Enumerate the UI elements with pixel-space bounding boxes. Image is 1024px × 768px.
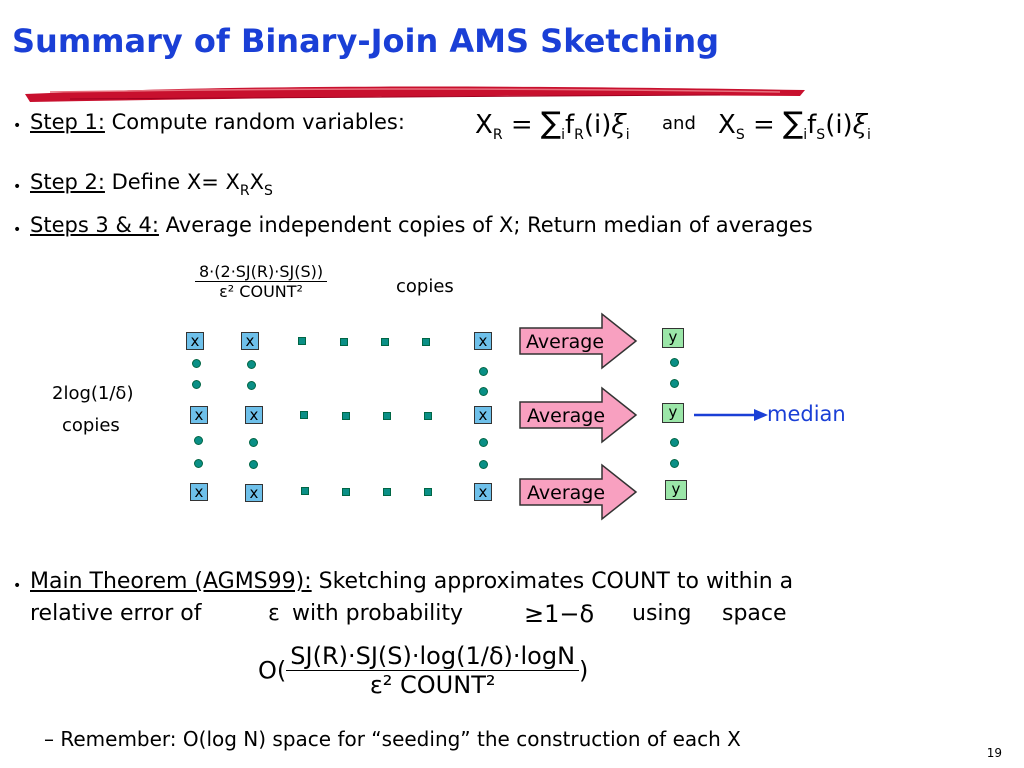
average-label: Average xyxy=(527,482,606,504)
theorem-line-2: relative error of xyxy=(30,601,202,626)
vertical-dot xyxy=(249,460,258,469)
copies-fraction: 8·(2·SJ(R)·SJ(S)) ε² COUNT² xyxy=(195,262,328,301)
vertical-dot xyxy=(479,367,488,376)
ellipsis-square xyxy=(422,338,430,346)
xr-formula: XR = ∑ifR(i)ξi xyxy=(475,106,630,143)
theorem-label: Main Theorem (AGMS99): xyxy=(30,569,312,594)
bullet: • xyxy=(13,222,22,238)
theorem-with-prob: with probability xyxy=(292,601,464,626)
x-box: x xyxy=(474,483,492,501)
step34-line: Steps 3 & 4: Average independent copies … xyxy=(30,213,813,237)
remember-note: – Remember: O(log N) space for “seeding”… xyxy=(44,727,741,751)
rows-label: 2log(1/δ) xyxy=(52,383,134,404)
vertical-dot xyxy=(670,379,679,388)
vertical-dot xyxy=(479,438,488,447)
vertical-dot xyxy=(192,359,201,368)
step1-text: Compute random variables: xyxy=(111,110,405,134)
median-label: median xyxy=(767,402,846,426)
x-box: x xyxy=(190,406,208,424)
theorem-space: space xyxy=(722,601,787,626)
ellipsis-square xyxy=(342,412,350,420)
bullet: • xyxy=(13,578,22,594)
page-number: 19 xyxy=(986,746,1002,760)
copies-label: copies xyxy=(396,276,454,297)
slide-title: Summary of Binary-Join AMS Sketching xyxy=(12,22,720,60)
probability-bound: ≥1−δ xyxy=(524,600,595,628)
vertical-dot xyxy=(194,459,203,468)
x-box: x xyxy=(474,332,492,350)
x-box: x xyxy=(186,332,204,350)
x-box: x xyxy=(245,406,263,424)
step2-line: Step 2: Define X= XRXS xyxy=(30,170,273,199)
ellipsis-square xyxy=(342,488,350,496)
and-connector: and xyxy=(662,113,696,134)
title-underline-brush xyxy=(25,86,805,102)
y-box: y xyxy=(662,328,684,348)
ellipsis-square xyxy=(381,338,389,346)
vertical-dot xyxy=(192,380,201,389)
step2-label: Step 2: xyxy=(30,170,105,194)
vertical-dot xyxy=(479,387,488,396)
ellipsis-square xyxy=(301,487,309,495)
vertical-dot xyxy=(670,459,679,468)
ellipsis-square xyxy=(424,488,432,496)
vertical-dot xyxy=(249,438,258,447)
x-box: x xyxy=(241,332,259,350)
xs-formula: XS = ∑ifS(i)ξi xyxy=(718,106,871,143)
theorem-using: using xyxy=(632,601,692,626)
epsilon-symbol: ε xyxy=(268,601,280,626)
average-arrow xyxy=(519,463,638,521)
median-arrow xyxy=(694,409,768,421)
rows-copies-label: copies xyxy=(62,415,120,436)
average-label: Average xyxy=(526,331,605,353)
bullet: • xyxy=(13,179,22,195)
x-box: x xyxy=(190,483,208,501)
ellipsis-square xyxy=(383,488,391,496)
ellipsis-square xyxy=(298,337,306,345)
ellipsis-square xyxy=(300,411,308,419)
vertical-dot xyxy=(479,460,488,469)
step34-label: Steps 3 & 4: xyxy=(30,213,159,237)
vertical-dot xyxy=(670,438,679,447)
bullet: • xyxy=(13,118,22,134)
x-box: x xyxy=(474,406,492,424)
y-box: y xyxy=(662,403,684,423)
vertical-dot xyxy=(247,360,256,369)
ellipsis-square xyxy=(340,338,348,346)
ellipsis-square xyxy=(383,412,391,420)
vertical-dot xyxy=(670,358,679,367)
vertical-dot xyxy=(194,436,203,445)
vertical-dot xyxy=(247,381,256,390)
step1-label: Step 1: xyxy=(30,110,105,134)
y-box: y xyxy=(665,480,687,500)
average-label: Average xyxy=(527,405,606,427)
ellipsis-square xyxy=(424,412,432,420)
x-box: x xyxy=(245,484,263,502)
step1-line: Step 1: Compute random variables: xyxy=(30,110,405,134)
average-arrow xyxy=(519,386,638,444)
average-arrow xyxy=(519,312,638,370)
theorem-line-1: Main Theorem (AGMS99): Sketching approxi… xyxy=(30,569,794,594)
